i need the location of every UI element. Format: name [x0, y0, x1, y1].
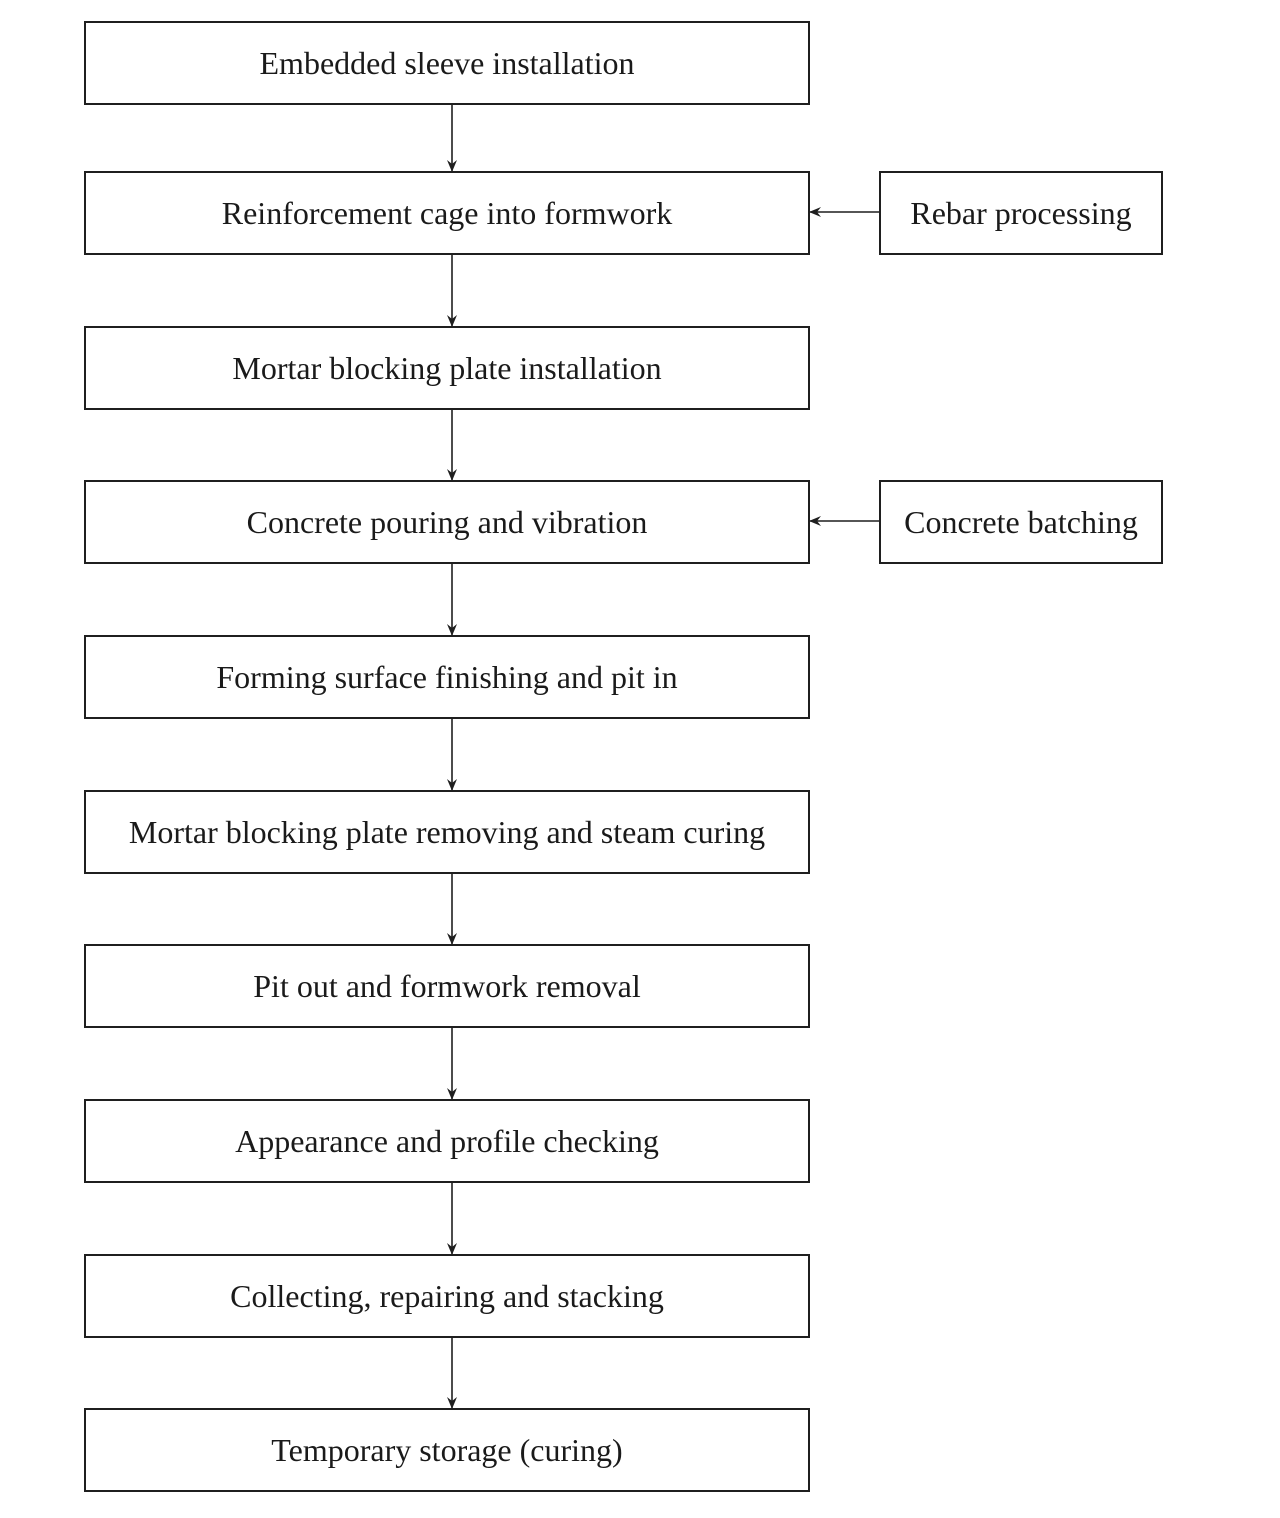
step-box-appearance-profile-checking: Appearance and profile checking	[84, 1099, 810, 1183]
step-box-mortar-plate-removing-steam-curing: Mortar blocking plate removing and steam…	[84, 790, 810, 874]
input-label: Concrete batching	[904, 504, 1138, 540]
step-box-embedded-sleeve-installation: Embedded sleeve installation	[84, 21, 810, 105]
step-label: Reinforcement cage into formwork	[221, 195, 673, 231]
step-box-concrete-pouring-and-vibration: Concrete pouring and vibration	[84, 480, 810, 564]
step-box-mortar-blocking-plate-installation: Mortar blocking plate installation	[84, 326, 810, 410]
step-label: Embedded sleeve installation	[259, 45, 635, 81]
step-box-pit-out-formwork-removal: Pit out and formwork removal	[84, 944, 810, 1028]
step-label: Mortar blocking plate removing and steam…	[128, 814, 766, 850]
step-label: Appearance and profile checking	[235, 1123, 659, 1159]
input-label: Rebar processing	[910, 195, 1132, 231]
step-box-temporary-storage: Temporary storage (curing)	[84, 1408, 810, 1492]
step-label: Pit out and formwork removal	[253, 968, 641, 1004]
step-label: Collecting, repairing and stacking	[230, 1278, 664, 1314]
step-box-collecting-repairing-stacking: Collecting, repairing and stacking	[84, 1254, 810, 1338]
step-label: Concrete pouring and vibration	[246, 504, 648, 540]
step-label: Temporary storage (curing)	[271, 1432, 623, 1468]
step-box-reinforcement-cage-into-formwork: Reinforcement cage into formwork	[84, 171, 810, 255]
step-label: Forming surface finishing and pit in	[216, 659, 678, 695]
step-label: Mortar blocking plate installation	[232, 350, 662, 386]
input-box-rebar-processing: Rebar processing	[879, 171, 1163, 255]
input-box-concrete-batching: Concrete batching	[879, 480, 1163, 564]
step-box-forming-surface-finishing: Forming surface finishing and pit in	[84, 635, 810, 719]
